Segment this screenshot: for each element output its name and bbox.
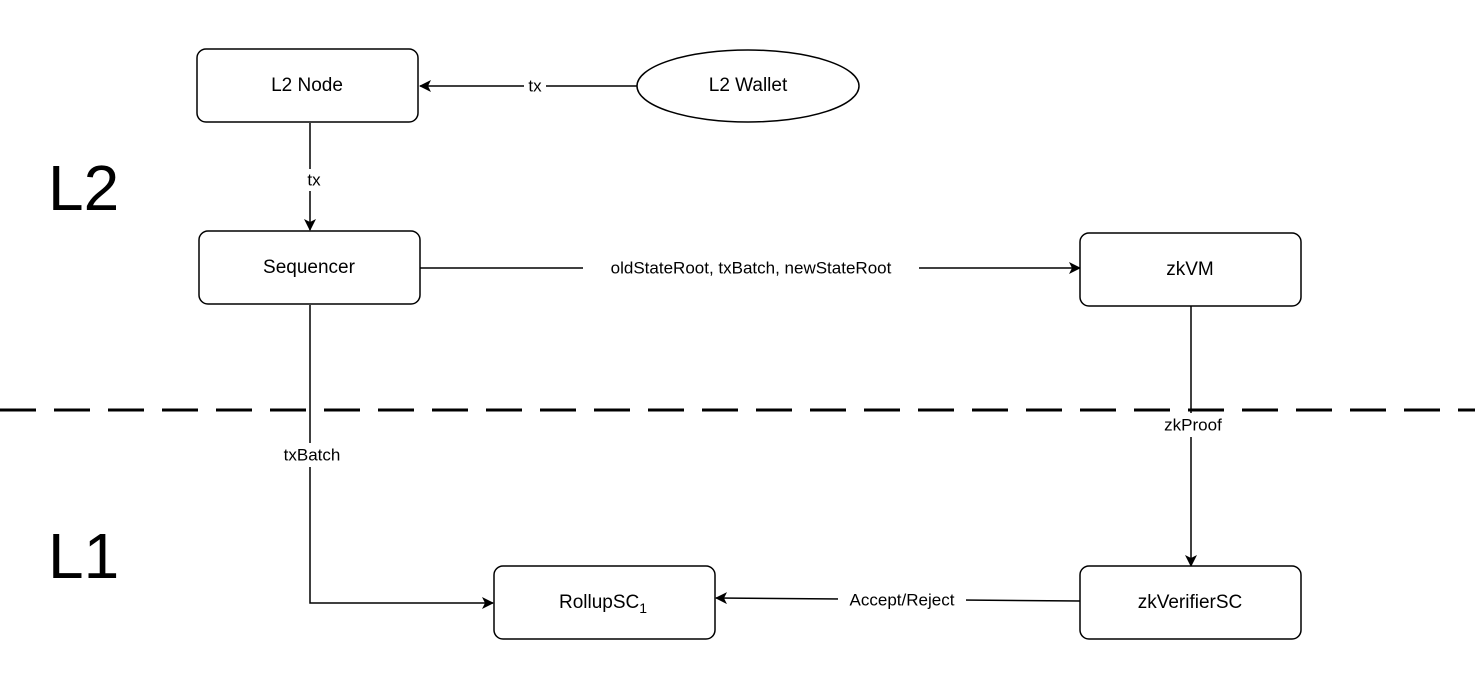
- node-zkvm: zkVM: [1079, 232, 1302, 307]
- edge-wallet-to-node: tx: [419, 74, 637, 95]
- edge-label-state-batch: oldStateRoot, txBatch, newStateRoot: [611, 258, 892, 277]
- node-l2-wallet: L2 Wallet: [636, 49, 860, 123]
- node-label-l2-wallet: L2 Wallet: [709, 75, 788, 96]
- edge-label-tx-node: tx: [307, 170, 321, 189]
- node-label-rollup-sc: RollupSC1: [559, 592, 647, 616]
- edge-zkvm-to-verifier: zkProof: [1156, 306, 1230, 567]
- rollup-sc-name: RollupSC: [559, 592, 639, 613]
- node-zk-verifier-sc: zkVerifierSC: [1079, 565, 1302, 640]
- edge-sequencer-to-rollup: txBatch: [276, 305, 494, 609]
- layer-label-l2: L2: [48, 152, 119, 224]
- edge-verifier-to-rollup: Accept/Reject: [715, 589, 1081, 611]
- edge-sequencer-to-zkvm: oldStateRoot, txBatch, newStateRoot: [420, 257, 1081, 279]
- node-label-zk-verifier-sc: zkVerifierSC: [1138, 592, 1243, 613]
- node-l2-node: L2 Node: [196, 48, 419, 123]
- node-label-sequencer: Sequencer: [263, 257, 356, 278]
- node-label-l2-node: L2 Node: [271, 75, 343, 96]
- edge-node-to-sequencer: tx: [303, 123, 325, 231]
- layer-label-l1: L1: [48, 520, 119, 592]
- node-rollup-sc: RollupSC1: [493, 565, 716, 640]
- edge-label-tx-wallet: tx: [528, 76, 542, 95]
- edge-label-txbatch: txBatch: [284, 445, 341, 464]
- rollup-sc-subscript: 1: [639, 600, 647, 616]
- edge-label-accept-reject: Accept/Reject: [850, 590, 955, 609]
- node-label-zkvm: zkVM: [1166, 259, 1214, 280]
- edge-label-zkproof: zkProof: [1164, 415, 1222, 434]
- node-sequencer: Sequencer: [198, 230, 421, 305]
